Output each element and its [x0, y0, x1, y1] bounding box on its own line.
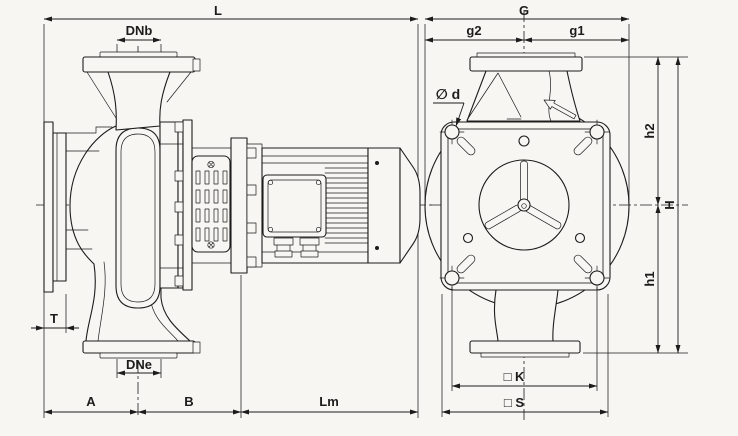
- dim-label-S: □ S: [504, 395, 524, 410]
- end-view-bottom-nozzle: [469, 289, 581, 358]
- spoke-up: [520, 160, 528, 204]
- cable-glands: [273, 237, 320, 258]
- dim-label-G: G: [519, 3, 529, 18]
- dim-DNb: DNb: [116, 23, 162, 43]
- dim-label-h1: h1: [642, 271, 657, 286]
- motor: [230, 137, 421, 274]
- end-view-top-nozzle: [466, 52, 583, 122]
- dim-label-A: A: [86, 394, 96, 409]
- suction-flange-bolt: [192, 341, 201, 354]
- suction-flange-lip: [99, 352, 178, 359]
- support-plate-inner: [52, 132, 67, 282]
- end-bell-screw: [375, 246, 379, 250]
- top-center-hole: [518, 135, 530, 147]
- lantern-guard: [191, 155, 231, 253]
- top-neck: [466, 70, 581, 122]
- dim-B: B: [137, 394, 242, 415]
- corner-studs: [456, 136, 593, 274]
- dim-label-h2: h2: [642, 123, 657, 138]
- dim-DNe: DNe: [116, 357, 162, 376]
- dim-hole-diameter: ∅ d: [433, 86, 465, 127]
- dim-label-DNb: DNb: [126, 23, 153, 38]
- support-plate-outer: [43, 121, 54, 293]
- support-plate: [43, 121, 67, 293]
- discharge-nozzle: [82, 51, 201, 131]
- seal-chamber: [478, 159, 570, 251]
- dim-label-T: T: [50, 311, 58, 326]
- rotation-arrow: [543, 99, 577, 120]
- end-view-dimensions: G g2 g1 ∅ d h2 h1: [424, 3, 681, 415]
- small-hole-right: [574, 232, 586, 244]
- dim-label-L: L: [214, 3, 222, 18]
- dim-g2: g2: [424, 23, 525, 43]
- discharge-flange-bolt: [192, 58, 201, 72]
- dim-label-g1: g1: [569, 23, 584, 38]
- suction-flange: [82, 340, 196, 354]
- end-view: G g2 g1 ∅ d h2 h1: [424, 3, 688, 420]
- dim-label-g2: g2: [466, 23, 481, 38]
- side-view: L DNb DNe T A B: [31, 3, 432, 418]
- dim-T: T: [31, 311, 79, 331]
- dim-label-Lm: Lm: [319, 394, 339, 409]
- impeller-chamber: [115, 127, 161, 309]
- dim-label-DNe: DNe: [126, 357, 152, 372]
- bottom-neck: [493, 289, 559, 342]
- dim-g1: g1: [523, 23, 630, 43]
- coupling-bolts: [174, 121, 184, 287]
- dim-label-H: H: [662, 200, 677, 209]
- lantern-vent-screws: [207, 160, 215, 249]
- dim-L: L: [43, 3, 419, 22]
- dim-A: A: [43, 394, 139, 415]
- motor-adapter-ring: [246, 143, 263, 268]
- dim-S: □ S: [441, 395, 609, 415]
- motor-cooling-fins: [324, 167, 369, 244]
- suction-nozzle: [82, 340, 201, 359]
- center-circle: [478, 159, 570, 251]
- lantern-slots: [195, 170, 228, 242]
- hub: [517, 198, 531, 212]
- square-plate-inner-border: [447, 128, 604, 284]
- mounting-plate: [439, 119, 611, 291]
- discharge-flange-lip: [99, 51, 178, 58]
- terminal-box-screws: [267, 179, 322, 233]
- motor-flange: [230, 137, 248, 274]
- lower-bracket: [65, 229, 93, 250]
- dim-label-B: B: [184, 394, 193, 409]
- bottom-flange: [469, 340, 581, 354]
- upper-bracket: [65, 126, 113, 152]
- dim-Lm: Lm: [240, 394, 419, 415]
- discharge-flange: [82, 56, 196, 73]
- motor-flange-bolts: [246, 147, 257, 268]
- dim-label-diameter: ∅ d: [436, 86, 460, 102]
- side-view-dimensions: L DNb DNe T A B: [31, 3, 419, 415]
- coupling-lantern: [191, 147, 232, 264]
- end-bell-screw: [375, 161, 379, 165]
- dim-h2: h2: [642, 56, 661, 206]
- dim-K: □ K: [451, 369, 598, 389]
- small-hole-left: [462, 232, 474, 244]
- top-flange-lip: [476, 52, 576, 58]
- dim-label-K: □ K: [504, 369, 525, 384]
- dim-h1: h1: [642, 204, 661, 354]
- bottom-flange-lip: [480, 352, 570, 358]
- motor-end-bell: [367, 147, 401, 264]
- terminal-box: [262, 174, 327, 238]
- dim-G: G: [424, 3, 630, 22]
- fan-cover: [399, 147, 421, 264]
- top-flange: [469, 56, 583, 72]
- end-view-extension-lines: [424, 24, 688, 417]
- corner-bolt-holes: [439, 119, 610, 291]
- dim-H: H: [662, 56, 681, 354]
- discharge-neck: [107, 71, 171, 131]
